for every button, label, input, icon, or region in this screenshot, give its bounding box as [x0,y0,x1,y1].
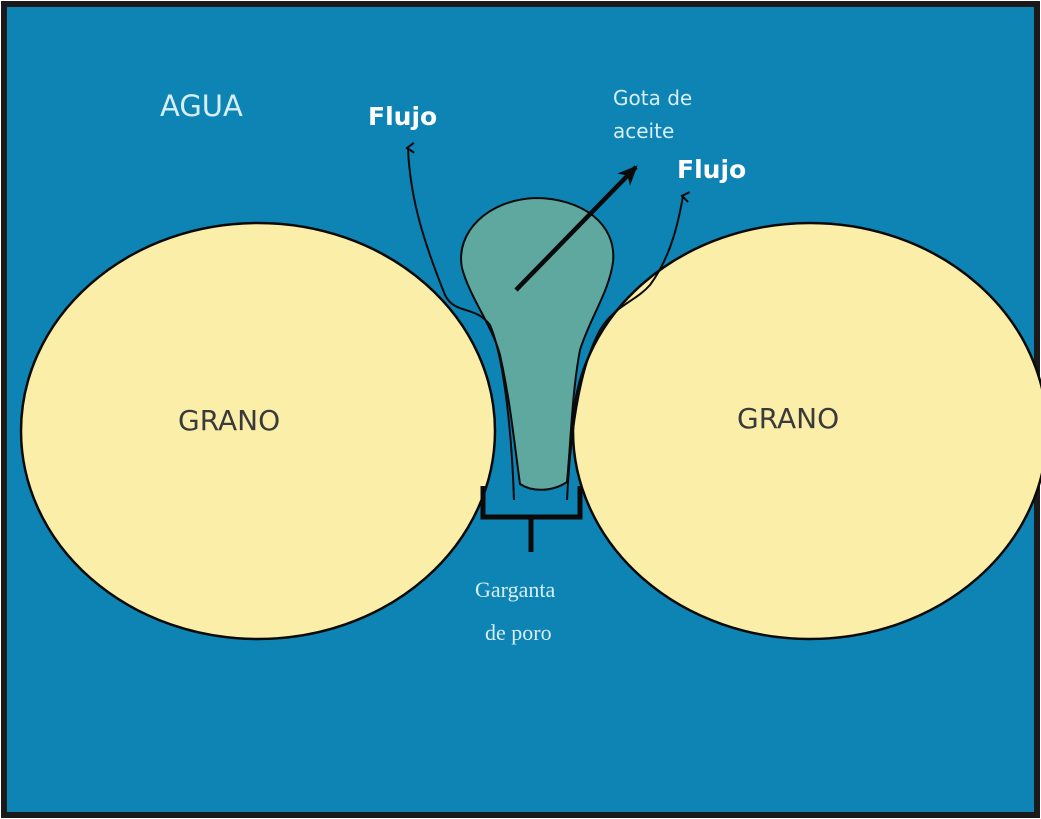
grain-left-label: GRANO [178,404,280,437]
grain-right-label: GRANO [737,402,839,435]
pore-throat-label-line2: de poro [485,620,552,645]
oil-drop-label-line1: Gota de [613,86,692,110]
water-label: AGUA [160,89,243,123]
flow-label-left: Flujo [368,102,437,131]
oil-drop-label-line2: aceite [613,119,674,143]
flow-label-right: Flujo [677,155,746,184]
pore-throat-label-line1: Garganta [475,577,555,602]
